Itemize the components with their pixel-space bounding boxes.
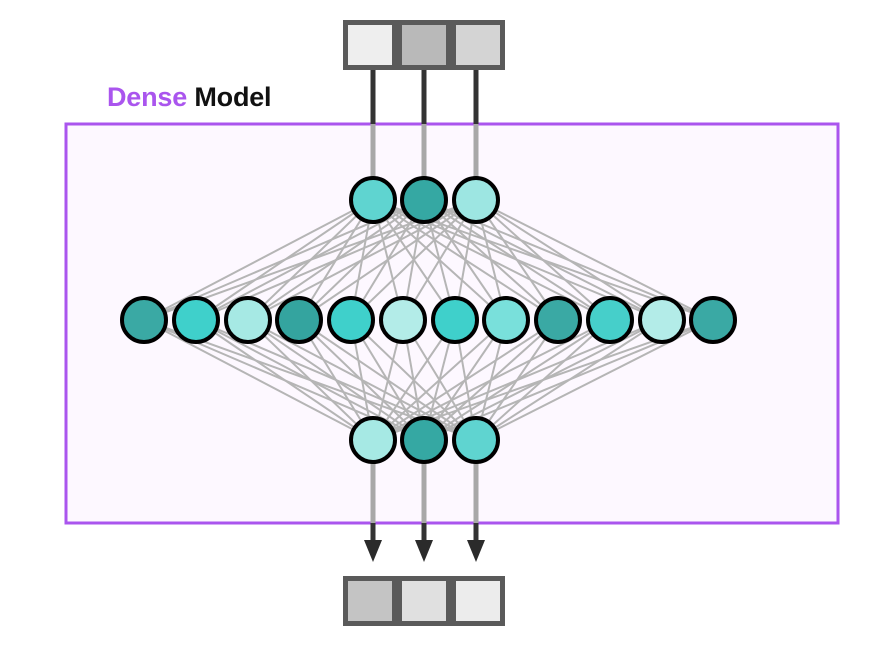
input-cell-1[interactable] [348,25,392,65]
node-hidden-3[interactable] [224,296,272,344]
connection-node-in-3-to-node-hidden-5 [350,199,477,321]
node-hidden-7[interactable] [431,296,479,344]
node-hidden-2[interactable] [172,296,220,344]
node-hidden-5[interactable] [327,296,375,344]
node-hidden-6[interactable] [379,296,427,344]
connection-node-hidden-7-to-node-out-1 [372,319,456,441]
connection-node-hidden-3-to-node-out-1 [247,319,374,441]
output-arrow-3 [467,540,485,562]
node-out-1[interactable] [349,416,397,464]
connection-node-hidden-9-to-node-out-1 [372,319,559,441]
page-title-rest: Model [194,82,272,112]
connection-node-in-3-to-node-hidden-9 [475,199,559,321]
node-out-3[interactable] [452,416,500,464]
node-hidden-9[interactable] [534,296,582,344]
output-cell-1[interactable] [348,581,392,621]
output-cell-3[interactable] [456,581,500,621]
output-cell-2[interactable] [402,581,446,621]
node-out-2[interactable] [400,416,448,464]
page-title: Dense Model [107,82,272,112]
output-arrow-1 [364,540,382,562]
input-cell-2[interactable] [402,25,446,65]
connection-node-hidden-8-to-node-out-1 [372,319,507,441]
node-in-3[interactable] [452,176,500,224]
node-hidden-1[interactable] [120,296,168,344]
connection-node-in-3-to-node-hidden-4 [298,199,477,321]
output-arrow-2 [415,540,433,562]
connection-node-in-1-to-node-hidden-1 [143,199,374,321]
io-lines-outside-panel [364,70,485,562]
node-hidden-8[interactable] [482,296,530,344]
page-title-accent: Dense [107,82,188,112]
connection-node-hidden-2-to-node-out-1 [195,319,374,441]
network-nodes [120,176,737,464]
node-in-1[interactable] [349,176,397,224]
token-blocks [343,20,505,626]
node-hidden-10[interactable] [586,296,634,344]
node-hidden-12[interactable] [689,296,737,344]
node-in-2[interactable] [400,176,448,224]
connection-node-in-3-to-node-hidden-10 [475,199,611,321]
connection-node-in-3-to-node-hidden-11 [475,199,663,321]
connection-node-hidden-1-to-node-out-1 [143,319,374,441]
io-lines-inside-panel [370,124,479,523]
input-cell-3[interactable] [456,25,500,65]
node-hidden-4[interactable] [275,296,323,344]
node-hidden-11[interactable] [638,296,686,344]
